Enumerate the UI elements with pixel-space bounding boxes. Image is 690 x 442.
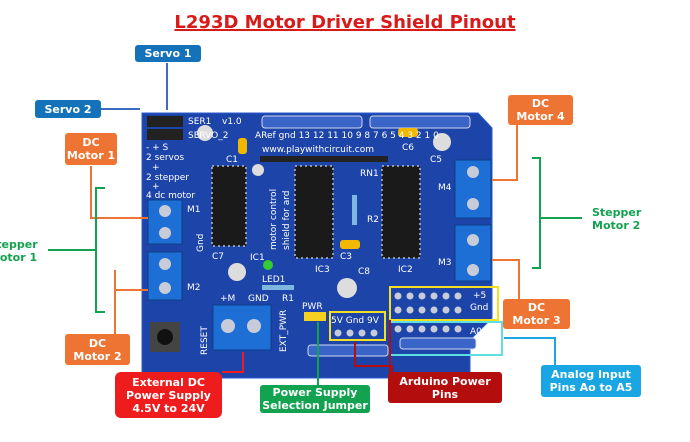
- gnd-right-label: Gnd: [470, 303, 488, 313]
- stepper1-bracket: [48, 187, 105, 313]
- r2-label: R2: [367, 215, 379, 225]
- m3-label: M3: [438, 258, 452, 268]
- servo-headers: [147, 116, 183, 140]
- board-text: SER1 SERVO_2 v1.0 ARef gnd 13 12 11 10 9…: [146, 117, 491, 355]
- m4-label: M4: [438, 183, 452, 193]
- capacitor-c8: [337, 278, 357, 298]
- resistor-r1: [262, 285, 294, 290]
- terminal-screws: [159, 166, 479, 333]
- rn1-label: RN1: [360, 169, 379, 179]
- analog-arrow: [504, 337, 556, 365]
- capacitor-c7: [228, 263, 246, 281]
- power-header-highlight: [389, 286, 499, 321]
- servo2-callout: Servo 2: [35, 100, 101, 118]
- desc5: 4 dc motor: [146, 191, 195, 201]
- desc3: 2 stepper: [146, 173, 189, 183]
- ic1-label: IC1: [250, 253, 265, 263]
- led1-label: LED1: [262, 275, 285, 285]
- shield-text: shield for ard: [282, 190, 292, 250]
- capacitor-c5: [433, 133, 451, 151]
- website-label: www.playwithcircuit.com: [262, 145, 374, 155]
- r1-label: R1: [282, 294, 294, 304]
- plus-m-label: +M: [220, 294, 235, 304]
- motor1-line: [90, 166, 148, 219]
- capacitor-c4: [252, 164, 264, 176]
- pins-top-label: ARef gnd 13 12 11 10 9 8 7 6 5 4 3 2 1 0: [255, 131, 439, 141]
- motor2-line: [114, 270, 148, 335]
- power-pins-label: 5V Gnd 9V: [331, 316, 380, 326]
- version-label: v1.0: [222, 117, 242, 127]
- power-jumper[interactable]: [304, 312, 326, 321]
- a05-label: A0-5: [470, 327, 491, 337]
- c3-label: C3: [340, 252, 352, 262]
- m1-label: M1: [187, 205, 201, 215]
- c6-label: C6: [402, 143, 414, 153]
- ser1-label: SER1: [188, 117, 211, 127]
- c5-label: C5: [430, 155, 442, 165]
- m2-label: M2: [187, 283, 201, 293]
- polarity-label: - + S: [146, 143, 169, 153]
- diagram-title: L293D Motor Driver Shield Pinout: [174, 12, 516, 33]
- motor4-line: [492, 125, 518, 181]
- motor3-line: [492, 259, 520, 300]
- desc4: +: [152, 182, 160, 192]
- c7-label: C7: [212, 252, 224, 262]
- ic3-chip: [294, 165, 334, 259]
- reset-label: RESET: [200, 326, 210, 355]
- ext-pwr-label: EXT_PWR: [279, 310, 289, 352]
- capacitor-c6: [398, 128, 418, 137]
- motor-control-text: motor control: [269, 189, 279, 250]
- reset-button-cap[interactable]: [157, 329, 173, 345]
- plus5-label: +5: [473, 291, 486, 301]
- ic3-label: IC3: [315, 265, 330, 275]
- stepper2-bracket: [532, 157, 582, 269]
- c8-label: C8: [358, 267, 370, 277]
- power-header: [307, 344, 389, 357]
- capacitor-c2: [197, 125, 213, 141]
- power-pins-highlight: [329, 311, 386, 341]
- servo2-label: SERVO_2: [188, 131, 228, 141]
- gnd-side-label: Gnd: [196, 234, 206, 252]
- ic2-label: IC2: [398, 265, 413, 275]
- resistor-network: [260, 156, 388, 162]
- pwr-label: PWR: [302, 302, 323, 312]
- capacitor-c3: [340, 240, 360, 249]
- digital-header: [261, 115, 471, 129]
- ic2-chip: [381, 165, 421, 259]
- servo1-callout: Servo 1: [135, 45, 201, 62]
- capacitor-c1: [238, 138, 247, 154]
- header-pins: [334, 292, 462, 337]
- resistor-r2: [352, 195, 357, 225]
- desc2: +: [152, 163, 160, 173]
- desc1: 2 servos: [146, 153, 184, 163]
- arduino-power-line: [354, 320, 393, 372]
- ext-power-arrow: [222, 352, 244, 373]
- analog-header: [399, 337, 477, 350]
- gnd-label: GND: [248, 294, 269, 304]
- ic1-chip: [211, 165, 247, 247]
- led1: [263, 260, 273, 270]
- c1-label: C1: [226, 155, 238, 165]
